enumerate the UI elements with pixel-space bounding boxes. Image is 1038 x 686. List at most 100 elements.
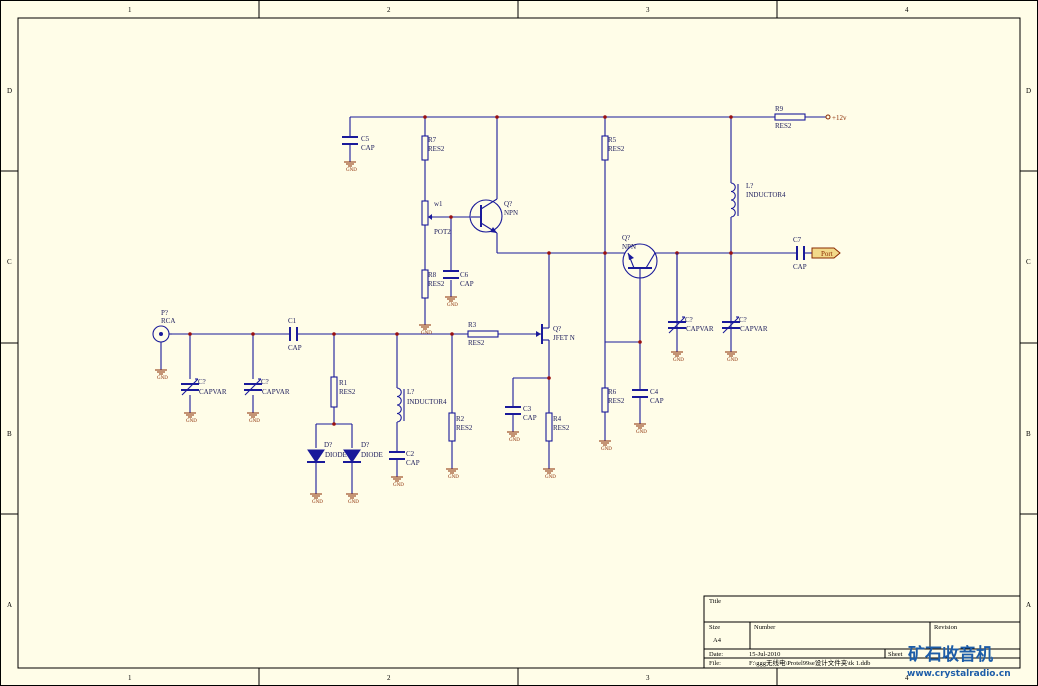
pot-ref: w1	[434, 200, 443, 208]
zone-row-d-left: D	[7, 87, 12, 95]
capvar-1-value: CAPVAR	[199, 388, 227, 396]
zone-col-3-bottom: 3	[646, 674, 650, 682]
r8-value: RES2	[428, 280, 445, 288]
d1-value: DIODE	[325, 451, 347, 459]
inductor-l1: L? INDUCTOR4	[396, 387, 447, 423]
svg-text:GND: GND	[348, 500, 359, 505]
c3-ref: C3	[523, 405, 532, 413]
diode-d2: D? DIODE	[343, 441, 383, 463]
rca-value: RCA	[161, 317, 175, 325]
capacitor-c4: C4 CAP	[632, 388, 664, 405]
svg-text:GND: GND	[249, 419, 260, 424]
r7-value: RES2	[428, 145, 445, 153]
potentiometer-w1: w1 POT2	[421, 200, 451, 236]
resistor-r8: R8 RES2	[421, 269, 445, 299]
c7-value: CAP	[793, 263, 807, 271]
capvar-4-value: CAPVAR	[740, 325, 768, 333]
capacitor-c1: C1 CAP	[288, 317, 302, 352]
junction-dots	[188, 115, 733, 426]
gnd-r4: GND	[543, 468, 556, 480]
sheet-label: Sheet	[888, 651, 903, 658]
d2-ref: D?	[361, 441, 369, 449]
capacitor-c3: C3 CAP	[505, 405, 537, 422]
zone-col-1-bottom: 1	[128, 674, 132, 682]
r1-ref: R1	[339, 379, 348, 387]
transistor-q2: Q? NPN	[469, 198, 518, 234]
size-label: Size	[709, 624, 720, 631]
gnd-c3: GND	[507, 431, 520, 443]
svg-text:GND: GND	[186, 419, 197, 424]
resistor-r7: R7 RES2	[421, 135, 445, 161]
r5-value: RES2	[608, 145, 625, 153]
svg-text:GND: GND	[727, 358, 738, 363]
rca-jack: P? RCA	[152, 309, 175, 343]
svg-text:GND: GND	[601, 447, 612, 452]
c5-ref: C5	[361, 135, 370, 143]
ground-symbols: GND GND GND GND GND GND GND GND GND GND …	[155, 161, 738, 505]
q1-ref: Q?	[553, 325, 561, 333]
zone-row-a-left: A	[7, 601, 12, 609]
date-label: Date:	[709, 651, 723, 658]
diode-d1: D? DIODE	[307, 441, 347, 463]
file-label: File:	[709, 660, 721, 667]
zone-row-b-right: B	[1026, 430, 1031, 438]
r5-ref: R5	[608, 136, 617, 144]
title-label: Title	[709, 598, 721, 605]
gnd-capvar-4: GND	[725, 351, 738, 363]
l2-ref: L?	[746, 182, 753, 190]
capvar-3: C? CAPVAR	[668, 253, 714, 334]
gnd-rca: GND	[155, 369, 168, 381]
zone-col-4-bottom: 4	[905, 674, 909, 682]
r4-value: RES2	[553, 424, 570, 432]
resistor-r5: R5 RES2	[601, 135, 625, 161]
zone-row-c-right: C	[1026, 258, 1031, 266]
c1-value: CAP	[288, 344, 302, 352]
capvar-4: C? CAPVAR	[722, 316, 768, 334]
jfet-q1: Q? JFET N	[536, 320, 575, 344]
pot-value: POT2	[434, 228, 451, 236]
r4-ref: R4	[553, 415, 562, 423]
d1-ref: D?	[324, 441, 332, 449]
title-block: Title Size A4 Number Revision Date: 15-J…	[703, 595, 1021, 669]
l1-value: INDUCTOR4	[407, 398, 447, 406]
watermark: 矿石收音机 www.crystalradio.cn	[907, 644, 1011, 679]
supply-label: +12v	[832, 114, 847, 122]
gnd-c5: GND	[344, 161, 357, 173]
resistor-r2: R2 RES2	[448, 412, 473, 442]
r9-ref: R9	[775, 105, 784, 113]
c6-value: CAP	[460, 280, 474, 288]
gnd-d2: GND	[346, 493, 359, 505]
capvar-3-value: CAPVAR	[686, 325, 714, 333]
capvar-1: C? CAPVAR	[181, 378, 227, 396]
c1-ref: C1	[288, 317, 297, 325]
l1-ref: L?	[407, 388, 414, 396]
zone-col-3-top: 3	[646, 6, 650, 14]
svg-text:GND: GND	[393, 483, 404, 488]
l2-value: INDUCTOR4	[746, 191, 786, 199]
resistor-r4: R4 RES2	[545, 412, 570, 442]
zone-col-2-top: 2	[387, 6, 391, 14]
svg-text:GND: GND	[447, 303, 458, 308]
r2-value: RES2	[456, 424, 473, 432]
zone-col-1-top: 1	[128, 6, 132, 14]
inductor-l2: L? INDUCTOR4	[730, 182, 786, 218]
gnd-r6: GND	[599, 440, 612, 452]
svg-text:GND: GND	[157, 376, 168, 381]
c6-ref: C6	[460, 271, 469, 279]
gnd-c2: GND	[391, 476, 404, 488]
svg-text:GND: GND	[448, 475, 459, 480]
q3-ref: Q?	[622, 234, 630, 242]
c2-ref: C2	[406, 450, 415, 458]
zone-row-c-left: C	[7, 258, 12, 266]
resistor-r3: R3 RES2	[467, 321, 499, 347]
capacitor-c7: C7 CAP	[793, 236, 807, 271]
transistor-q3: Q? NPN	[622, 234, 658, 279]
r6-ref: R6	[608, 388, 617, 396]
d2-value: DIODE	[361, 451, 383, 459]
q1-value: JFET N	[553, 334, 575, 342]
c4-ref: C4	[650, 388, 659, 396]
gnd-capvar-2: GND	[247, 412, 260, 424]
zone-row-b-left: B	[7, 430, 12, 438]
